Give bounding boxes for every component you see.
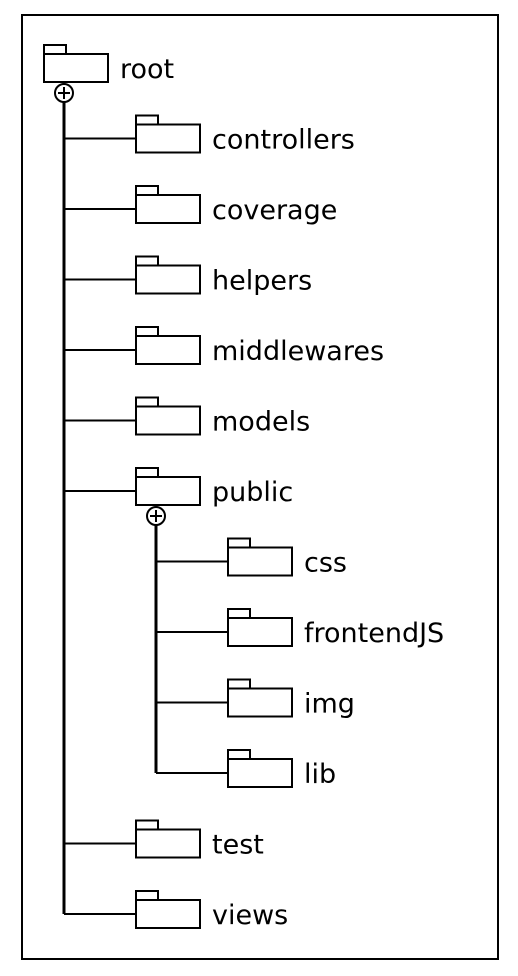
tree-node-css[interactable]: css [227,537,347,579]
folder-icon [227,678,293,718]
diagram-frame [21,14,499,960]
folder-icon [135,467,201,506]
tree-node-label: test [212,830,264,861]
folder-icon-body [227,758,293,788]
folder-icon [135,819,201,859]
folder-icon-body [135,828,201,859]
folder-icon-tab [135,114,159,126]
folder-icon-tab [227,678,251,690]
tree-node-label: controllers [212,125,355,156]
tree-node-label: views [212,900,288,931]
folder-icon [135,890,201,929]
tree-node-middlewares[interactable]: middlewares [135,326,384,367]
folder-icon [227,537,293,577]
folder-icon [135,255,201,295]
tree-node-views[interactable]: views [135,890,288,931]
tree-node-label: lib [304,759,336,790]
folder-icon-body [135,194,201,224]
expand-toggle-icon[interactable] [54,83,74,103]
folder-icon-body [135,123,201,154]
folder-icon-tab [227,749,251,760]
folder-icon [135,396,201,436]
tree-node-coverage[interactable]: coverage [135,185,337,226]
folder-icon-body [135,264,201,295]
tree-node-label: coverage [212,195,337,226]
folder-icon-tab [135,396,159,408]
folder-icon [227,749,293,788]
tree-node-label: frontendJS [304,618,444,649]
tree-node-label: css [304,548,347,579]
expand-toggle-icon[interactable] [146,506,166,526]
folder-icon-body [227,617,293,647]
folder-icon [227,608,293,647]
folder-icon-body [227,687,293,718]
tree-node-controllers[interactable]: controllers [135,114,355,156]
tree-node-label: public [212,477,293,508]
folder-icon [135,114,201,154]
folder-icon-tab [135,819,159,831]
tree-node-lib[interactable]: lib [227,749,336,790]
folder-icon-tab [135,185,159,196]
tree-node-label: helpers [212,266,312,297]
tree-node-test[interactable]: test [135,819,264,861]
folder-icon-body [43,53,109,83]
tree-node-frontendjs[interactable]: frontendJS [227,608,444,649]
tree-node-img[interactable]: img [227,678,355,720]
tree-node-models[interactable]: models [135,396,310,438]
tree-node-label: img [304,689,355,720]
folder-icon-body [135,335,201,365]
folder-icon-tab [135,326,159,337]
folder-icon-tab [135,467,159,478]
folder-icon-body [135,476,201,506]
folder-icon-tab [135,890,159,901]
folder-icon [135,326,201,365]
folder-icon-body [227,546,293,577]
folder-icon-tab [227,608,251,619]
folder-icon-tab [43,44,67,55]
tree-nodes: root controllers coverage helpers middleware… [43,44,444,931]
folder-icon-tab [227,537,251,549]
tree-node-label: middlewares [212,336,384,367]
tree-node-public[interactable]: public [135,467,293,508]
folder-icon-body [135,899,201,929]
folder-icon-body [135,405,201,436]
tree-node-label: root [120,54,174,85]
folder-icon-tab [135,255,159,267]
tree-node-label: models [212,407,310,438]
tree-connectors [62,93,228,915]
folder-icon [43,44,109,83]
tree-node-helpers[interactable]: helpers [135,255,312,297]
folder-icon [135,185,201,224]
tree-node-root[interactable]: root [43,44,174,85]
